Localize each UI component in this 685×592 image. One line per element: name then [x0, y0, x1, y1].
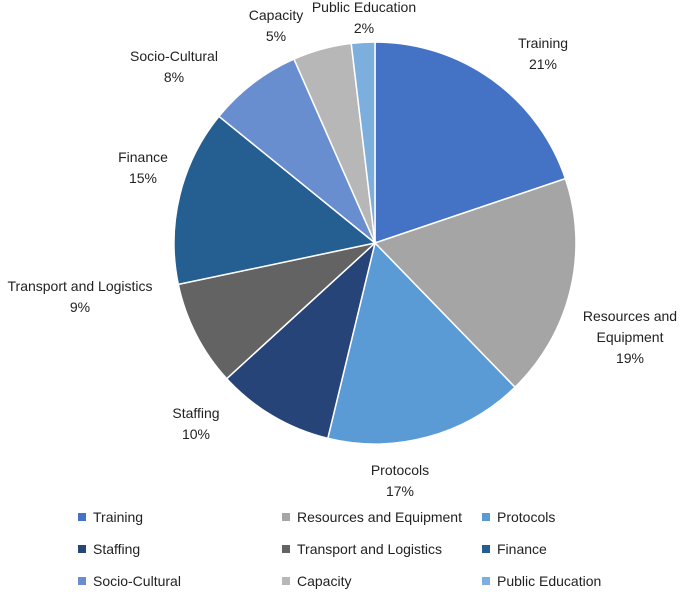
pie-slice-resources-and-equipment	[373, 177, 577, 389]
pie-slice-transport-and-logistics	[177, 241, 378, 380]
pie-slice-protocols	[326, 241, 517, 445]
pie-slice-socio-cultural	[217, 58, 376, 244]
pie-slices	[173, 41, 577, 445]
pie-slice-staffing	[225, 240, 377, 440]
pie-slice-public-education	[350, 41, 376, 244]
pie-slice-training	[374, 41, 567, 245]
pie-slice-finance	[173, 115, 377, 286]
